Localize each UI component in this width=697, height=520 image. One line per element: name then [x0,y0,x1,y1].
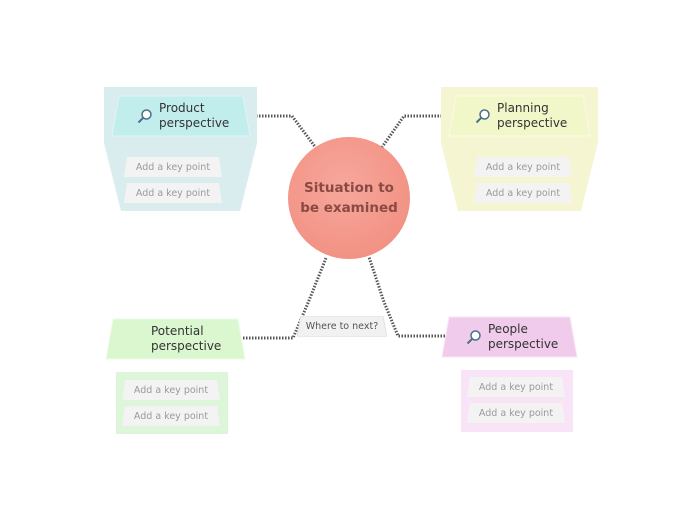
magnifier-icon [475,109,490,124]
where-to-next-node[interactable]: Where to next? [297,316,387,337]
magnifier-icon [137,109,152,124]
key-point-1[interactable]: Add a key point [474,157,572,177]
magnifier-icon [466,330,481,345]
link-planning [378,114,448,151]
key-point-1[interactable]: Add a key point [124,157,222,177]
link-people [367,256,448,338]
key-point-2[interactable]: Add a key point [124,183,222,203]
central-topic-label: Situation to be examined [300,180,398,216]
key-point-1[interactable]: Add a key point [122,380,220,400]
key-point-1[interactable]: Add a key point [467,377,565,397]
central-topic[interactable]: Situation to be examined [288,137,410,259]
link-product [244,114,318,149]
where-to-next-label: Where to next? [305,321,379,332]
key-point-2[interactable]: Add a key point [122,406,220,426]
key-point-2[interactable]: Add a key point [474,183,572,203]
key-point-2[interactable]: Add a key point [467,403,565,423]
